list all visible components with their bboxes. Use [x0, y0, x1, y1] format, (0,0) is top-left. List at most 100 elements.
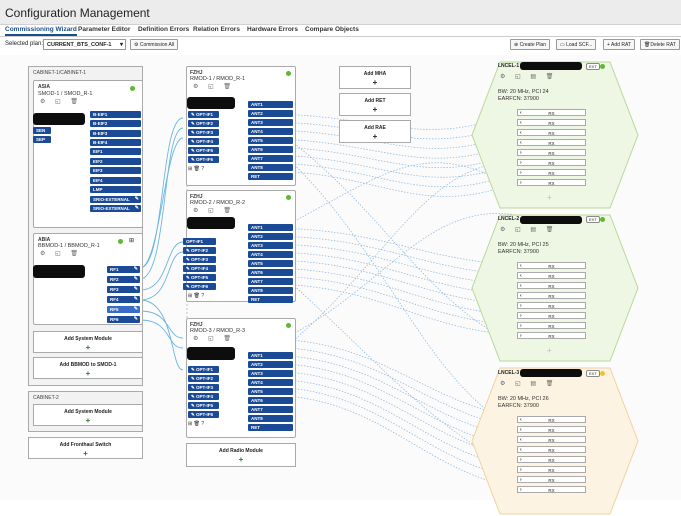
cell-rx-row[interactable]: ›RX — [517, 179, 586, 186]
rmod1-ant1[interactable]: ANT1 — [248, 101, 293, 108]
cell-rx-row[interactable]: ›RX — [517, 476, 586, 483]
cell-rx-row[interactable]: ‹RX — [517, 446, 586, 453]
rmod3-ant7[interactable]: ANT7 — [248, 406, 293, 413]
cell-rx-row[interactable]: ‹RX — [517, 282, 586, 289]
rmod2-settings-icons[interactable]: ⊞ 🗑 ? — [188, 293, 205, 299]
rmod1-ant5[interactable]: ANT5 — [248, 137, 293, 144]
cell-rx-row[interactable]: ‹RX — [517, 109, 586, 116]
rmod1-opt-if3[interactable]: ✎ OPT-IF3 — [188, 129, 219, 136]
rmod1-opt-if4[interactable]: ✎ OPT-IF4 — [188, 138, 219, 145]
rmod3-opt-if5[interactable]: ✎ OPT-IF5 — [188, 402, 219, 409]
add-row-icon[interactable]: + — [547, 193, 552, 202]
rmod2-ant4[interactable]: ANT4 — [248, 251, 293, 258]
cell-rx-row[interactable]: ‹RX — [517, 436, 586, 443]
port-sep[interactable]: SEP — [33, 136, 51, 143]
rmod1-ant4[interactable]: ANT4 — [248, 128, 293, 135]
rmod1-ant8[interactable]: ANT8 — [248, 164, 293, 171]
tab-compare-objects[interactable]: Compare Objects — [305, 26, 359, 33]
rmod2-ant2[interactable]: ANT2 — [248, 233, 293, 240]
cell-action-icons[interactable]: ⚙ ◱ ▤ 🗑 — [500, 227, 558, 233]
add-row-icon[interactable]: + — [547, 346, 552, 355]
rmod1-settings-icons[interactable]: ⊞ 🗑 ? — [188, 166, 205, 172]
rmod2-ant1[interactable]: ANT1 — [248, 224, 293, 231]
add-bbmod-button[interactable]: Add BBMOD to SMOD-1 + — [33, 357, 143, 379]
rmod3-opt-if4[interactable]: ✎ OPT-IF4 — [188, 393, 219, 400]
create-plan-button[interactable]: ⊕ Create Plan — [510, 39, 550, 50]
rmod2-opt-if2[interactable]: ✎ OPT-IF2 — [183, 247, 216, 254]
cell-rx-row[interactable]: ‹RX — [517, 416, 586, 423]
module-action-icons[interactable]: ⚙ ◱ 🗑 — [193, 208, 235, 214]
rmod1-ant6[interactable]: ANT6 — [248, 146, 293, 153]
tab-commissioning-wizard[interactable]: Commissioning Wizard — [5, 26, 77, 36]
cell-rx-row[interactable]: ›RX — [517, 159, 586, 166]
tab-hardware-errors[interactable]: Hardware Errors — [247, 26, 298, 33]
cell-rx-row[interactable]: ›RX — [517, 486, 586, 493]
rmod3-ant4[interactable]: ANT4 — [248, 379, 293, 386]
port-rf5[interactable]: RF5✎ — [107, 306, 140, 313]
port-b-eif2[interactable]: B-EIF2 — [90, 120, 141, 127]
module-action-icons[interactable]: ⚙ ◱ 🗑 — [193, 84, 235, 90]
cell-rx-row[interactable]: ‹RX — [517, 426, 586, 433]
port-srio-external-1[interactable]: SRIO-EXTERNAL✎ — [90, 196, 141, 203]
add-ret-button[interactable]: Add RET + — [339, 93, 411, 116]
port-b-eif3[interactable]: B-EIF3 — [90, 130, 141, 137]
cell-rx-row[interactable]: ›RX — [517, 169, 586, 176]
tab-definition-errors[interactable]: Definition Errors — [138, 26, 190, 33]
rmod3-opt-if3[interactable]: ✎ OPT-IF3 — [188, 384, 219, 391]
port-lmp[interactable]: LMP — [90, 186, 141, 193]
rmod2-opt-if3[interactable]: ✎ OPT-IF3 — [183, 256, 216, 263]
cell-rx-row[interactable]: ‹RX — [517, 119, 586, 126]
rmod2-ant7[interactable]: ANT7 — [248, 278, 293, 285]
rmod1-opt-if2[interactable]: ✎ OPT-IF2 — [188, 120, 219, 127]
cell-rx-row[interactable]: ›RX — [517, 149, 586, 156]
port-rf3[interactable]: RF3✎ — [107, 286, 140, 293]
cell-rx-row[interactable]: ‹RX — [517, 139, 586, 146]
cell-rx-row[interactable]: ‹RX — [517, 262, 586, 269]
cell-rx-row[interactable]: ‹RX — [517, 129, 586, 136]
cell-rx-row[interactable]: ‹RX — [517, 292, 586, 299]
rmod1-ant3[interactable]: ANT3 — [248, 119, 293, 126]
add-rat-button[interactable]: + Add RAT — [603, 39, 635, 50]
add-system-module-cab2-button[interactable]: Add System Module + — [33, 404, 143, 426]
rmod1-opt-if5[interactable]: ✎ OPT-IF5 — [188, 147, 219, 154]
plan-select[interactable]: CURRENT_BTS_CONF-1 ▾ — [43, 39, 126, 50]
rmod2-ant6[interactable]: ANT6 — [248, 269, 293, 276]
add-radio-module-button[interactable]: Add Radio Module + — [186, 443, 296, 467]
cell-rx-row[interactable]: ›RX — [517, 302, 586, 309]
cell-rx-row[interactable]: ›RX — [517, 322, 586, 329]
rmod2-opt-if1[interactable]: OPT-IF1 — [183, 238, 216, 245]
rmod2-opt-if6[interactable]: ✎ OPT-IF6 — [183, 283, 216, 290]
cell-rx-row[interactable]: ›RX — [517, 466, 586, 473]
commission-all-button[interactable]: ⚙ Commission All — [130, 39, 179, 50]
rmod2-ant5[interactable]: ANT5 — [248, 260, 293, 267]
add-rae-button[interactable]: Add RAE + — [339, 120, 411, 143]
rmod3-ant8[interactable]: ANT8 — [248, 415, 293, 422]
rmod3-opt-if2[interactable]: ✎ OPT-IF2 — [188, 375, 219, 382]
port-rf6[interactable]: RF6✎ — [107, 316, 140, 323]
port-rf2[interactable]: RF2✎ — [107, 276, 140, 283]
port-b-eif4[interactable]: B-EIF4 — [90, 139, 141, 146]
port-srio-external-2[interactable]: SRIO-EXTERNAL✎ — [90, 205, 141, 212]
port-rf4[interactable]: RF4✎ — [107, 296, 140, 303]
module-action-icons[interactable]: ⚙ ◱ 🗑 — [40, 99, 82, 105]
cell-rx-row[interactable]: ‹RX — [517, 272, 586, 279]
cell-action-icons[interactable]: ⚙ ◱ ▤ 🗑 — [500, 381, 558, 387]
rmod3-opt-if6[interactable]: ✎ OPT-IF6 — [188, 411, 219, 418]
rmod3-ant2[interactable]: ANT2 — [248, 361, 293, 368]
port-b-eif1[interactable]: B-EIF1 — [90, 111, 141, 118]
rmod2-opt-if4[interactable]: ✎ OPT-IF4 — [183, 265, 216, 272]
rmod3-settings-icons[interactable]: ⊞ 🗑 ? — [188, 421, 205, 427]
module-action-icons[interactable]: ⚙ ◱ 🗑 — [193, 336, 235, 342]
port-eif3[interactable]: EIF3 — [90, 167, 141, 174]
tab-parameter-editor[interactable]: Parameter Editor — [78, 26, 131, 33]
rmod2-opt-if5[interactable]: ✎ OPT-IF5 — [183, 274, 216, 281]
rmod1-opt-if1[interactable]: ✎ OPT-IF1 — [188, 111, 219, 118]
rmod1-ant7[interactable]: ANT7 — [248, 155, 293, 162]
port-eif1[interactable]: EIF1 — [90, 148, 141, 155]
port-eif4[interactable]: EIF4 — [90, 177, 141, 184]
add-system-module-button[interactable]: Add System Module + — [33, 331, 143, 353]
delete-rat-button[interactable]: 🗑Delete RAT — [640, 39, 680, 50]
rmod2-ret[interactable]: RET — [248, 296, 293, 303]
add-fronthaul-switch-button[interactable]: Add Fronthaul Switch + — [28, 437, 143, 459]
cell-rx-row[interactable]: ›RX — [517, 332, 586, 339]
